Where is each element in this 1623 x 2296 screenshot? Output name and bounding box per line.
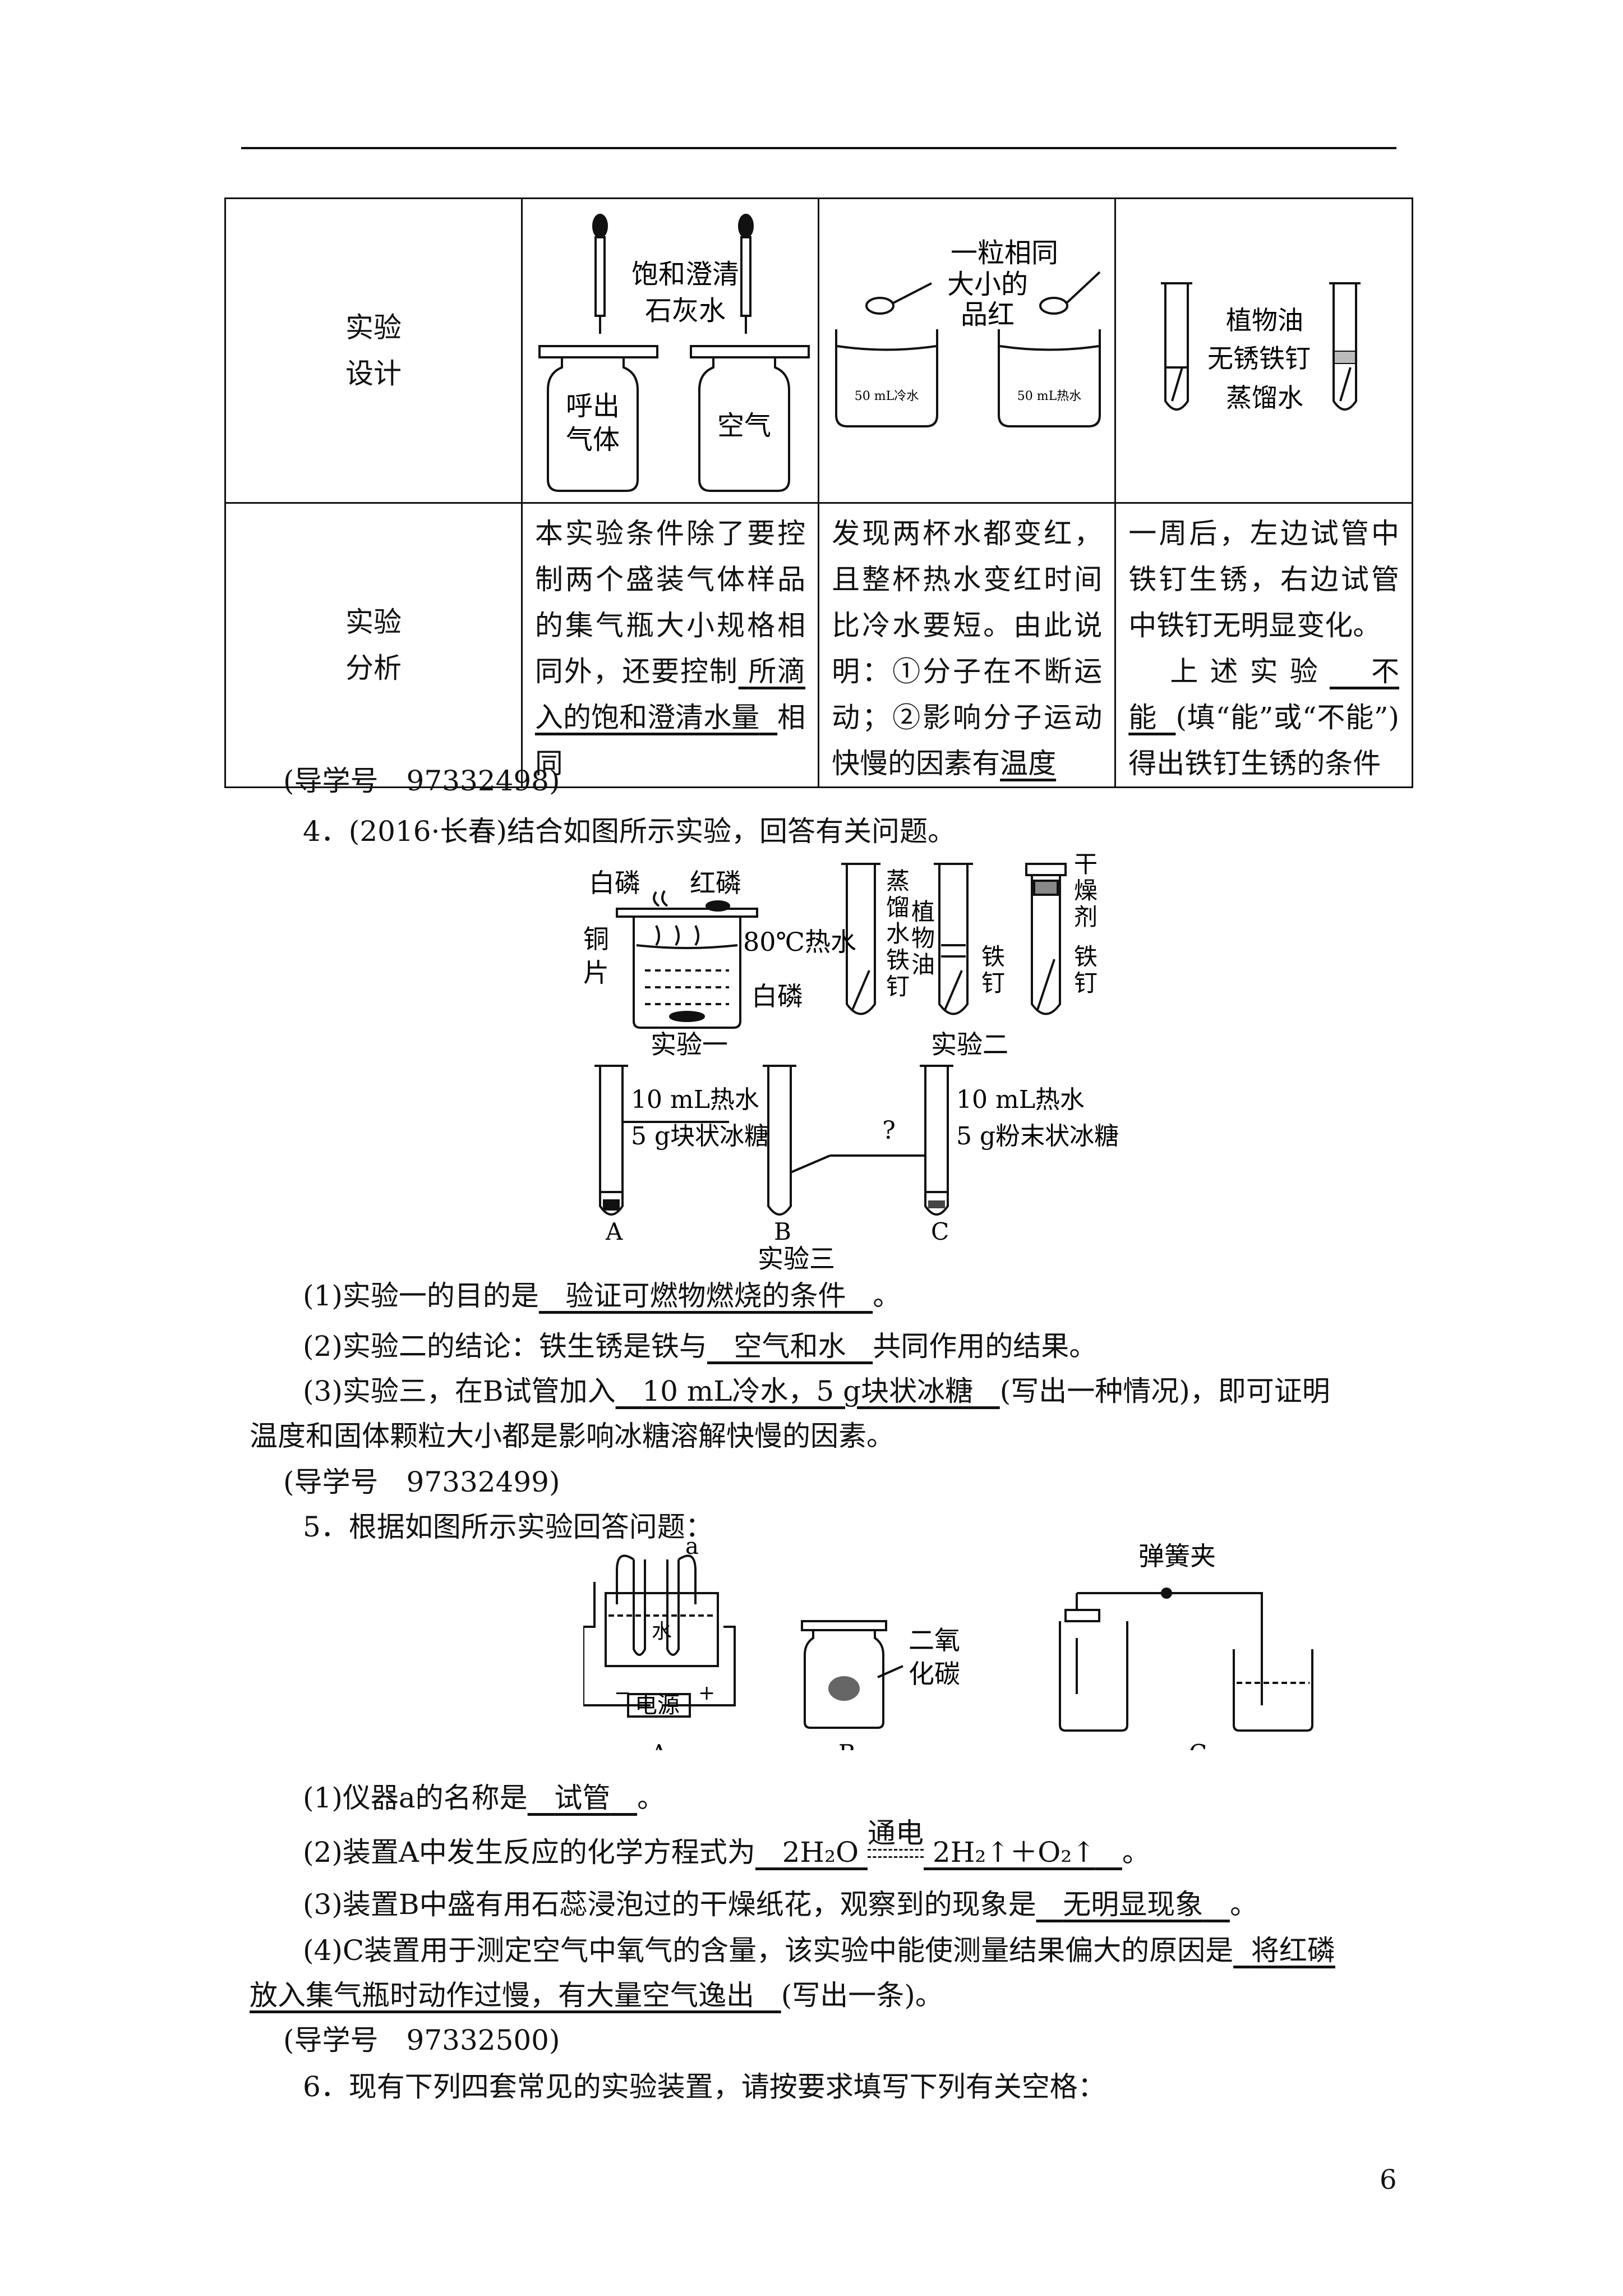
figure-q4-top: 白磷 红磷 铜 片 80℃热水 白磷 蒸 馏 水 铁 钉 植 物 油 铁 钉 干… [583, 853, 1098, 1060]
t1-3: 铁 [886, 946, 910, 974]
label-a2: 5 g块状冰糖 [631, 1122, 769, 1151]
label-c2: 5 g粉末状冰糖 [956, 1122, 1119, 1151]
figure-limewater: 饱和澄清 石灰水 呼出 气体 空气 [520, 197, 820, 504]
eq-condition: 通电 [867, 1817, 924, 1849]
label-cold-water: 50 mL冷水 [855, 389, 919, 403]
experiment-table: 实验 设计 饱和澄清 石灰水 呼 [224, 197, 1413, 788]
label-power: 电源 [635, 1692, 680, 1718]
q5-p4: (4)C装置用于测定空气中氧气的含量，该实验中能使测量结果偏大的原因是 将红磷 [303, 1934, 1335, 1967]
label-co2-2: 化碳 [909, 1659, 960, 1689]
q4-stem: 4．(2016·长春)结合如图所示实验，回答有关问题。 [303, 815, 956, 848]
figure-rust: 植物油 无锈铁钉 蒸馏水 [1114, 197, 1413, 504]
label-hot-water-80: 80℃热水 [743, 927, 856, 957]
guide-number-1: (导学号 97332498) [283, 765, 560, 797]
guide-number-2: (导学号 97332499) [283, 1466, 560, 1498]
row-head-design: 实验 设计 [224, 197, 523, 504]
label-distilled: 蒸馏水 [1226, 383, 1303, 413]
label-copper-2: 片 [583, 958, 609, 988]
label-white-p: 白磷 [589, 868, 640, 898]
label-tube-B: B [774, 1218, 791, 1245]
analysis-limewater: 本实验条件除了要控制两个盛装气体样品的集气瓶大小规格相同外，还要控制 所滴入的饱… [520, 502, 820, 788]
label-pinkdye-1: 一粒相同 [951, 237, 1058, 269]
label-clip: 弹簧夹 [1138, 1541, 1216, 1571]
answer-q4-3: 10 mL冷水，5 g块状冰糖 [642, 1375, 974, 1407]
caption-exp2: 实验二 [931, 1029, 1008, 1060]
answer-q5-4b: 放入集气瓶时动作过慢，有大量空气逸出 [250, 1979, 754, 2012]
analysis-rust: 一周后，左边试管中铁钉生锈，右边试管中铁钉无明显变化。 上述实验 不能 (填“能… [1114, 502, 1413, 788]
answer-diffusion: 温度 [1000, 747, 1057, 780]
analysis-diffusion: 发现两杯水都变红，且整杯热水变红时间比冷水要短。由此说明：①分子在不断运动；②影… [818, 502, 1117, 788]
caption-C: C [1189, 1740, 1207, 1750]
t1-4: 钉 [886, 973, 910, 1000]
label-copper-1: 铜 [583, 924, 609, 954]
q4-p3: (3)实验三，在B试管加入 10 mL冷水，5 g块状冰糖 (写出一种情况)，即… [303, 1375, 1330, 1407]
label-exhaled-2: 气体 [566, 424, 620, 455]
label-nail: 无锈铁钉 [1207, 343, 1311, 374]
q4-p2: (2)实验二的结论：铁生锈是铁与 空气和水 共同作用的结果。 [303, 1330, 1098, 1363]
page-number: 6 [1380, 2164, 1397, 2196]
label-tube-C: C [931, 1218, 949, 1245]
label-limewater-1: 饱和澄清 [631, 259, 739, 290]
t3b-1: 钉 [1074, 969, 1098, 997]
row-head-analysis: 实验 分析 [224, 502, 523, 788]
q5-p2: (2)装置A中发生反应的化学方程式为 2H₂O 通电 2H₂↑＋O₂↑ 。 [303, 1817, 1150, 1869]
figure-diffusion: 一粒相同 大小的 品红 50 mL冷水 50 mL热水 [818, 197, 1117, 504]
t1-1: 馏 [886, 894, 910, 921]
label-tube-A: A [605, 1218, 623, 1245]
t2-1: 物 [911, 924, 935, 952]
q4-p1: (1)实验一的目的是 验证可燃物燃烧的条件 。 [303, 1280, 901, 1312]
label-white-p-2: 白磷 [751, 981, 803, 1011]
answer-q5-1: 试管 [554, 1782, 611, 1814]
answer-q5-4a: 将红磷 [1251, 1934, 1335, 1967]
answer-q4-2: 空气和水 [734, 1330, 846, 1363]
label-exhaled-1: 呼出 [566, 390, 620, 422]
q5-p3: (3)装置B中盛有用石蕊浸泡过的干燥纸花，观察到的现象是 无明显现象 。 [303, 1888, 1258, 1921]
label-limewater-2: 石灰水 [645, 295, 726, 326]
t3b-0: 铁 [1074, 943, 1098, 970]
answer-limewater: 所滴入的饱和澄清水量 [534, 655, 806, 734]
label-hot-water: 50 mL热水 [1017, 389, 1081, 403]
t2-2: 油 [911, 951, 935, 978]
label-a1: 10 mL热水 [631, 1085, 759, 1114]
answer-q5-3: 无明显现象 [1063, 1888, 1204, 1921]
guide-number-3: (导学号 97332500) [283, 2024, 560, 2056]
t1-0: 蒸 [886, 867, 910, 895]
t2-0: 植 [911, 898, 935, 926]
label-air: 空气 [717, 410, 771, 441]
label-red-p: 红磷 [690, 868, 741, 898]
answer-rust: 不能 [1128, 655, 1399, 734]
caption-exp3: 实验三 [758, 1244, 835, 1273]
caption-exp1: 实验一 [651, 1029, 728, 1060]
q5-stem: 5．根据如图所示实验回答问题： [303, 1511, 713, 1543]
label-pinkdye-3: 品红 [961, 299, 1015, 330]
label-plus: + [698, 1682, 715, 1705]
eq-right: 2H₂↑＋O₂↑ [932, 1836, 1096, 1869]
header-rule [241, 147, 1396, 149]
label-water: 水 [652, 1620, 672, 1643]
answer-q4-1: 验证可燃物燃烧的条件 [565, 1280, 846, 1312]
label-minus: − [614, 1682, 631, 1705]
caption-B: B [838, 1740, 856, 1750]
label-oil: 植物油 [1226, 305, 1303, 335]
label-question: ? [882, 1116, 896, 1145]
q4-p3-cont: 温度和固体颗粒大小都是影响冰糖溶解快慢的因素。 [250, 1420, 895, 1452]
q5-p4-cont: 放入集气瓶时动作过慢，有大量空气逸出 (写出一条)。 [250, 1979, 943, 2012]
eq-left: 2H₂O [782, 1836, 859, 1869]
caption-A: A [650, 1740, 668, 1750]
t2b-1: 钉 [981, 969, 1005, 997]
label-pinkdye-2: 大小的 [947, 269, 1028, 300]
q5-p1: (1)仪器a的名称是 试管 。 [303, 1782, 666, 1814]
figure-q5: a 水 电源 − + 二氧 化碳 弹簧夹 A B C [583, 1537, 1313, 1750]
q6-stem: 6．现有下列四套常见的实验装置，请按要求填写下列有关空格： [303, 2070, 1106, 2103]
t1-2: 水 [886, 920, 910, 947]
label-a: a [685, 1537, 699, 1559]
label-c1: 10 mL热水 [956, 1085, 1085, 1114]
t3-0: 干 [1074, 853, 1098, 878]
figure-q4-exp3: 10 mL热水 5 g块状冰糖 ? 10 mL热水 5 g粉末状冰糖 A B C… [594, 1065, 1119, 1273]
t3-2: 剂 [1074, 903, 1098, 931]
t3-1: 燥 [1074, 877, 1098, 904]
label-co2-1: 二氧 [909, 1625, 960, 1655]
t2b-0: 铁 [981, 943, 1005, 970]
